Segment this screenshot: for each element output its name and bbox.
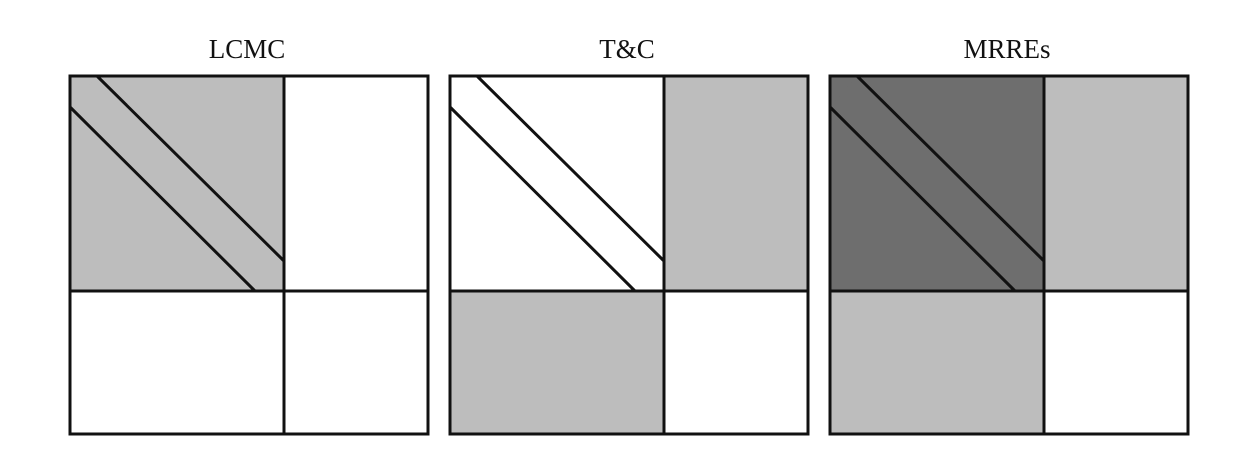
outer-border	[68, 74, 430, 436]
panel-title: MRREs	[963, 34, 1051, 64]
diagonal-edge-lower	[68, 105, 257, 293]
block-top-right	[664, 76, 808, 291]
block-bottom-left	[70, 291, 284, 434]
block-bottom-left	[830, 291, 1044, 434]
block-top-right	[284, 76, 428, 291]
block-bottom-left	[450, 291, 664, 434]
diagonal-edge-upper	[95, 74, 286, 263]
block-bottom-right	[664, 291, 808, 434]
block-top-right	[1044, 76, 1188, 291]
panel-diagram	[448, 74, 810, 436]
panel-title: LCMC	[208, 34, 286, 64]
diagonal-edge-lower	[448, 105, 637, 293]
outer-border	[448, 74, 810, 436]
block-bottom-right	[284, 291, 428, 434]
panel-diagram	[68, 74, 430, 436]
diagonal-band	[830, 76, 1044, 291]
panel-tc: T&C	[437, 0, 817, 474]
panel-title: T&C	[599, 34, 655, 64]
diagonal-band	[450, 76, 664, 291]
diagonal-edge-upper	[475, 74, 666, 263]
diagonal-edge-upper	[855, 74, 1046, 263]
panel-diagram	[828, 74, 1190, 436]
block-bottom-right	[1044, 291, 1188, 434]
diagonal-edge-lower	[828, 105, 1017, 293]
panel-mrres: MRREs	[817, 0, 1197, 474]
outer-border	[828, 74, 1190, 436]
panel-lcmc: LCMC	[57, 0, 437, 474]
diagonal-band	[70, 76, 284, 291]
